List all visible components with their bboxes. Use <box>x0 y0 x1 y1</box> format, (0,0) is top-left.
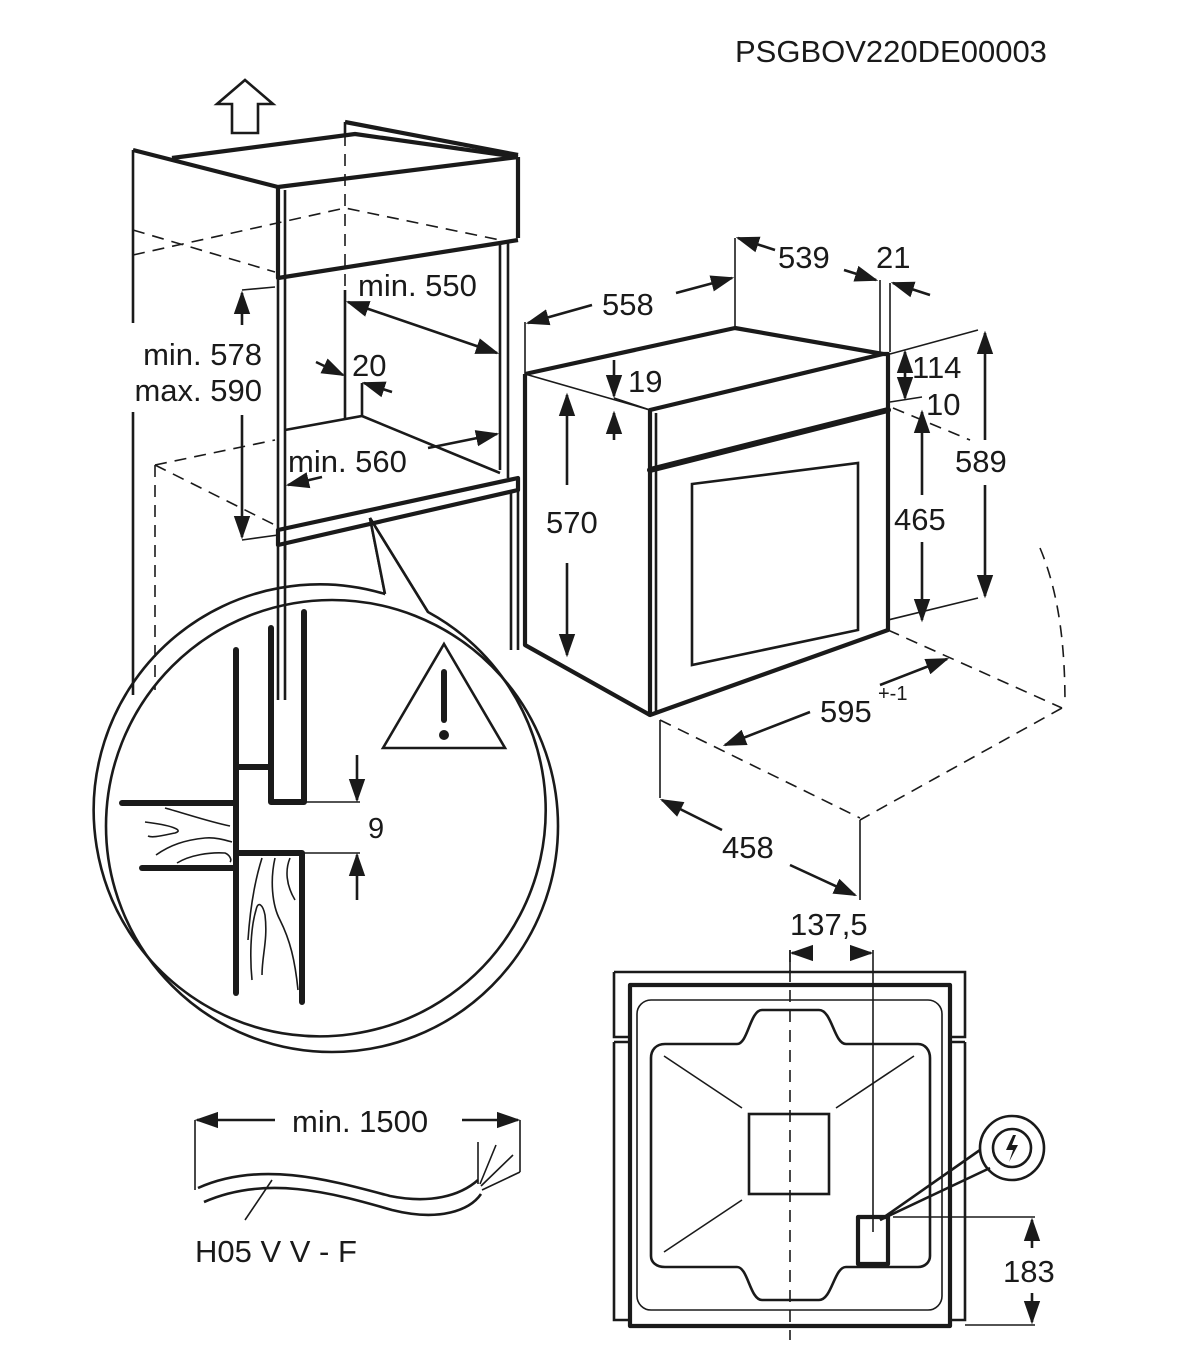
oven-panel-gap-label: 10 <box>926 387 960 422</box>
cable-type-label: H05 V V - F <box>195 1234 357 1269</box>
niche-width-min-label: min. 560 <box>288 444 407 479</box>
warning-triangle-icon <box>380 641 508 750</box>
oven-rear-view: 137,5 183 <box>612 907 1055 1340</box>
oven-front-width-label: 595 <box>820 694 872 729</box>
oven-top-offset-label: 19 <box>628 364 662 399</box>
document-code: PSGBOV220DE00003 <box>735 34 1047 69</box>
detail-gap-label: 9 <box>368 813 384 845</box>
electric-bolt-icon <box>879 1114 1046 1222</box>
niche-height-max-label: max. 590 <box>134 373 262 408</box>
rear-socket-offset-label: 137,5 <box>790 907 868 942</box>
detail-callout: 9 <box>92 517 560 1054</box>
oven-front-height-label: 589 <box>955 444 1007 479</box>
ventilation-up-arrow-icon <box>213 78 277 135</box>
oven-body-height-label: 570 <box>546 505 598 540</box>
oven-isometric: 558 539 21 19 570 114 10 465 589 <box>522 236 1066 900</box>
oven-depth-body-label: 539 <box>778 240 830 275</box>
niche-depth-min-label: min. 550 <box>358 268 477 303</box>
niche-rear-gap-label: 20 <box>352 348 386 383</box>
cable-length-label: min. 1500 <box>292 1104 428 1139</box>
oven-depth-total-label: 558 <box>602 287 654 322</box>
oven-door-height-label: 465 <box>894 502 946 537</box>
oven-front-thickness-label: 21 <box>876 240 910 275</box>
rear-socket-height-label: 183 <box>1003 1254 1055 1289</box>
cabinet-niche: min. 578 max. 590 min. 550 20 min. 560 <box>131 78 521 700</box>
niche-height-min-label: min. 578 <box>143 337 262 372</box>
oven-panel-height-label: 114 <box>912 350 961 385</box>
power-cable: min. 1500 H05 V V - F <box>194 1104 521 1269</box>
oven-front-width-tolerance: +-1 <box>878 683 907 705</box>
oven-door-open-depth-label: 458 <box>722 830 774 865</box>
